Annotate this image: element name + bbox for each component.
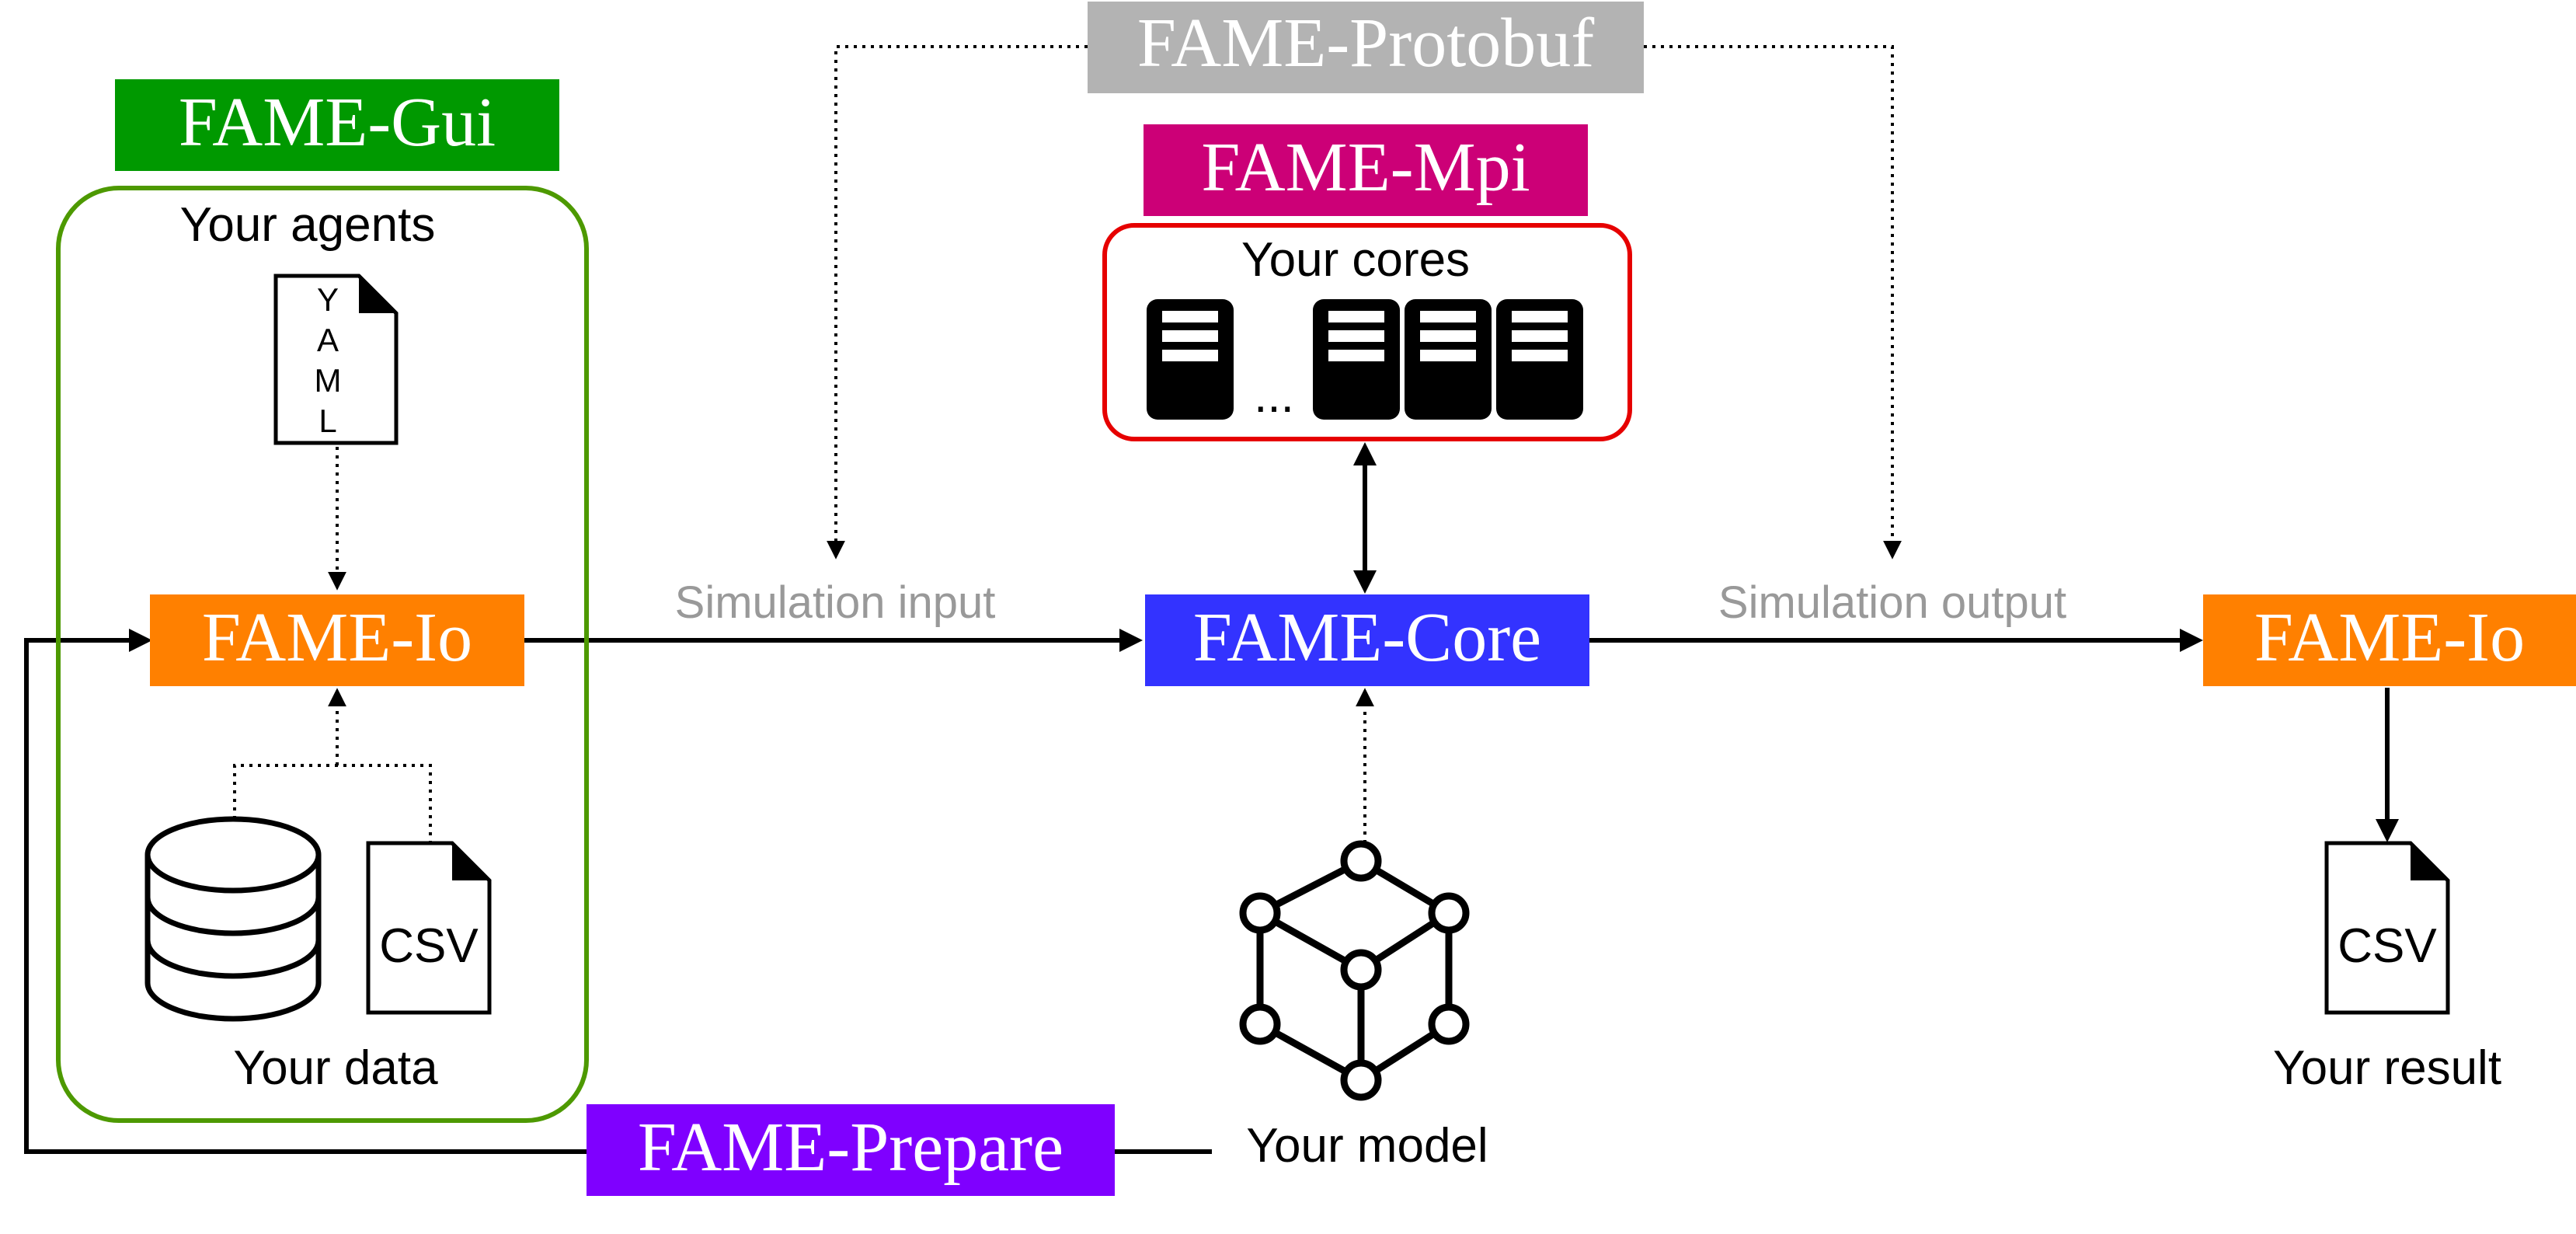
protobuf-label-box xyxy=(1088,2,1644,93)
csv-result-label: CSV xyxy=(2338,919,2437,973)
yaml-letter-l: L xyxy=(319,403,336,439)
protobuf-right-connector xyxy=(1644,45,1902,559)
your-agents-label: Your agents xyxy=(180,198,436,252)
io-output-label: FAME-Io xyxy=(2254,599,2525,676)
prepare-box xyxy=(587,1104,1115,1196)
server-icon xyxy=(1147,299,1234,420)
protobuf-left-connector xyxy=(827,45,1088,559)
csv-input-file-icon: CSV xyxy=(366,841,492,1015)
your-model-label: Your model xyxy=(1246,1119,1488,1173)
mpi-container xyxy=(1102,223,1632,441)
your-data-label: Your data xyxy=(233,1041,438,1095)
mpi-label: FAME-Mpi xyxy=(1201,129,1530,206)
yaml-letter-y: Y xyxy=(317,281,339,318)
mpi-block: FAME-Mpi Your cores ... xyxy=(1102,124,1632,441)
protobuf-label: FAME-Protobuf xyxy=(1137,5,1594,82)
your-result-label: Your result xyxy=(2273,1041,2501,1095)
csv-result-file-icon: CSV xyxy=(2324,841,2450,1015)
your-cores-label: Your cores xyxy=(1241,233,1470,287)
io-input-box xyxy=(150,594,524,686)
core-block: FAME-Core xyxy=(1145,594,1589,686)
prepare-label: FAME-Prepare xyxy=(638,1109,1063,1186)
core-label: FAME-Core xyxy=(1193,599,1541,676)
gui-container xyxy=(56,186,589,1123)
mpi-label-box xyxy=(1144,124,1588,216)
cores-ellipsis: ... xyxy=(1254,369,1294,423)
io-output-box xyxy=(2203,594,2576,686)
prepare-block: FAME-Prepare xyxy=(587,1104,1115,1196)
server-icon xyxy=(1496,299,1583,420)
simulation-input-label: Simulation input xyxy=(675,577,996,628)
server-icon xyxy=(1405,299,1492,420)
yaml-letter-m: M xyxy=(315,362,342,399)
model-cube-icon xyxy=(1239,840,1470,1101)
gui-block: FAME-Gui Your agents Y A M L FAME-Io CSV xyxy=(56,79,589,1123)
database-icon xyxy=(144,816,322,1022)
io-output-block: FAME-Io xyxy=(2203,594,2576,686)
simulation-output-label: Simulation output xyxy=(1718,577,2066,628)
gui-label-box xyxy=(115,79,559,171)
io-input-label: FAME-Io xyxy=(202,599,472,676)
server-icon xyxy=(1313,299,1400,420)
csv-input-label: CSV xyxy=(379,919,479,973)
yaml-file-icon: Y A M L xyxy=(273,274,399,445)
yaml-letter-a: A xyxy=(317,322,339,358)
gui-label: FAME-Gui xyxy=(179,84,496,161)
core-box xyxy=(1145,594,1589,686)
protobuf-block: FAME-Protobuf xyxy=(1088,2,1644,93)
